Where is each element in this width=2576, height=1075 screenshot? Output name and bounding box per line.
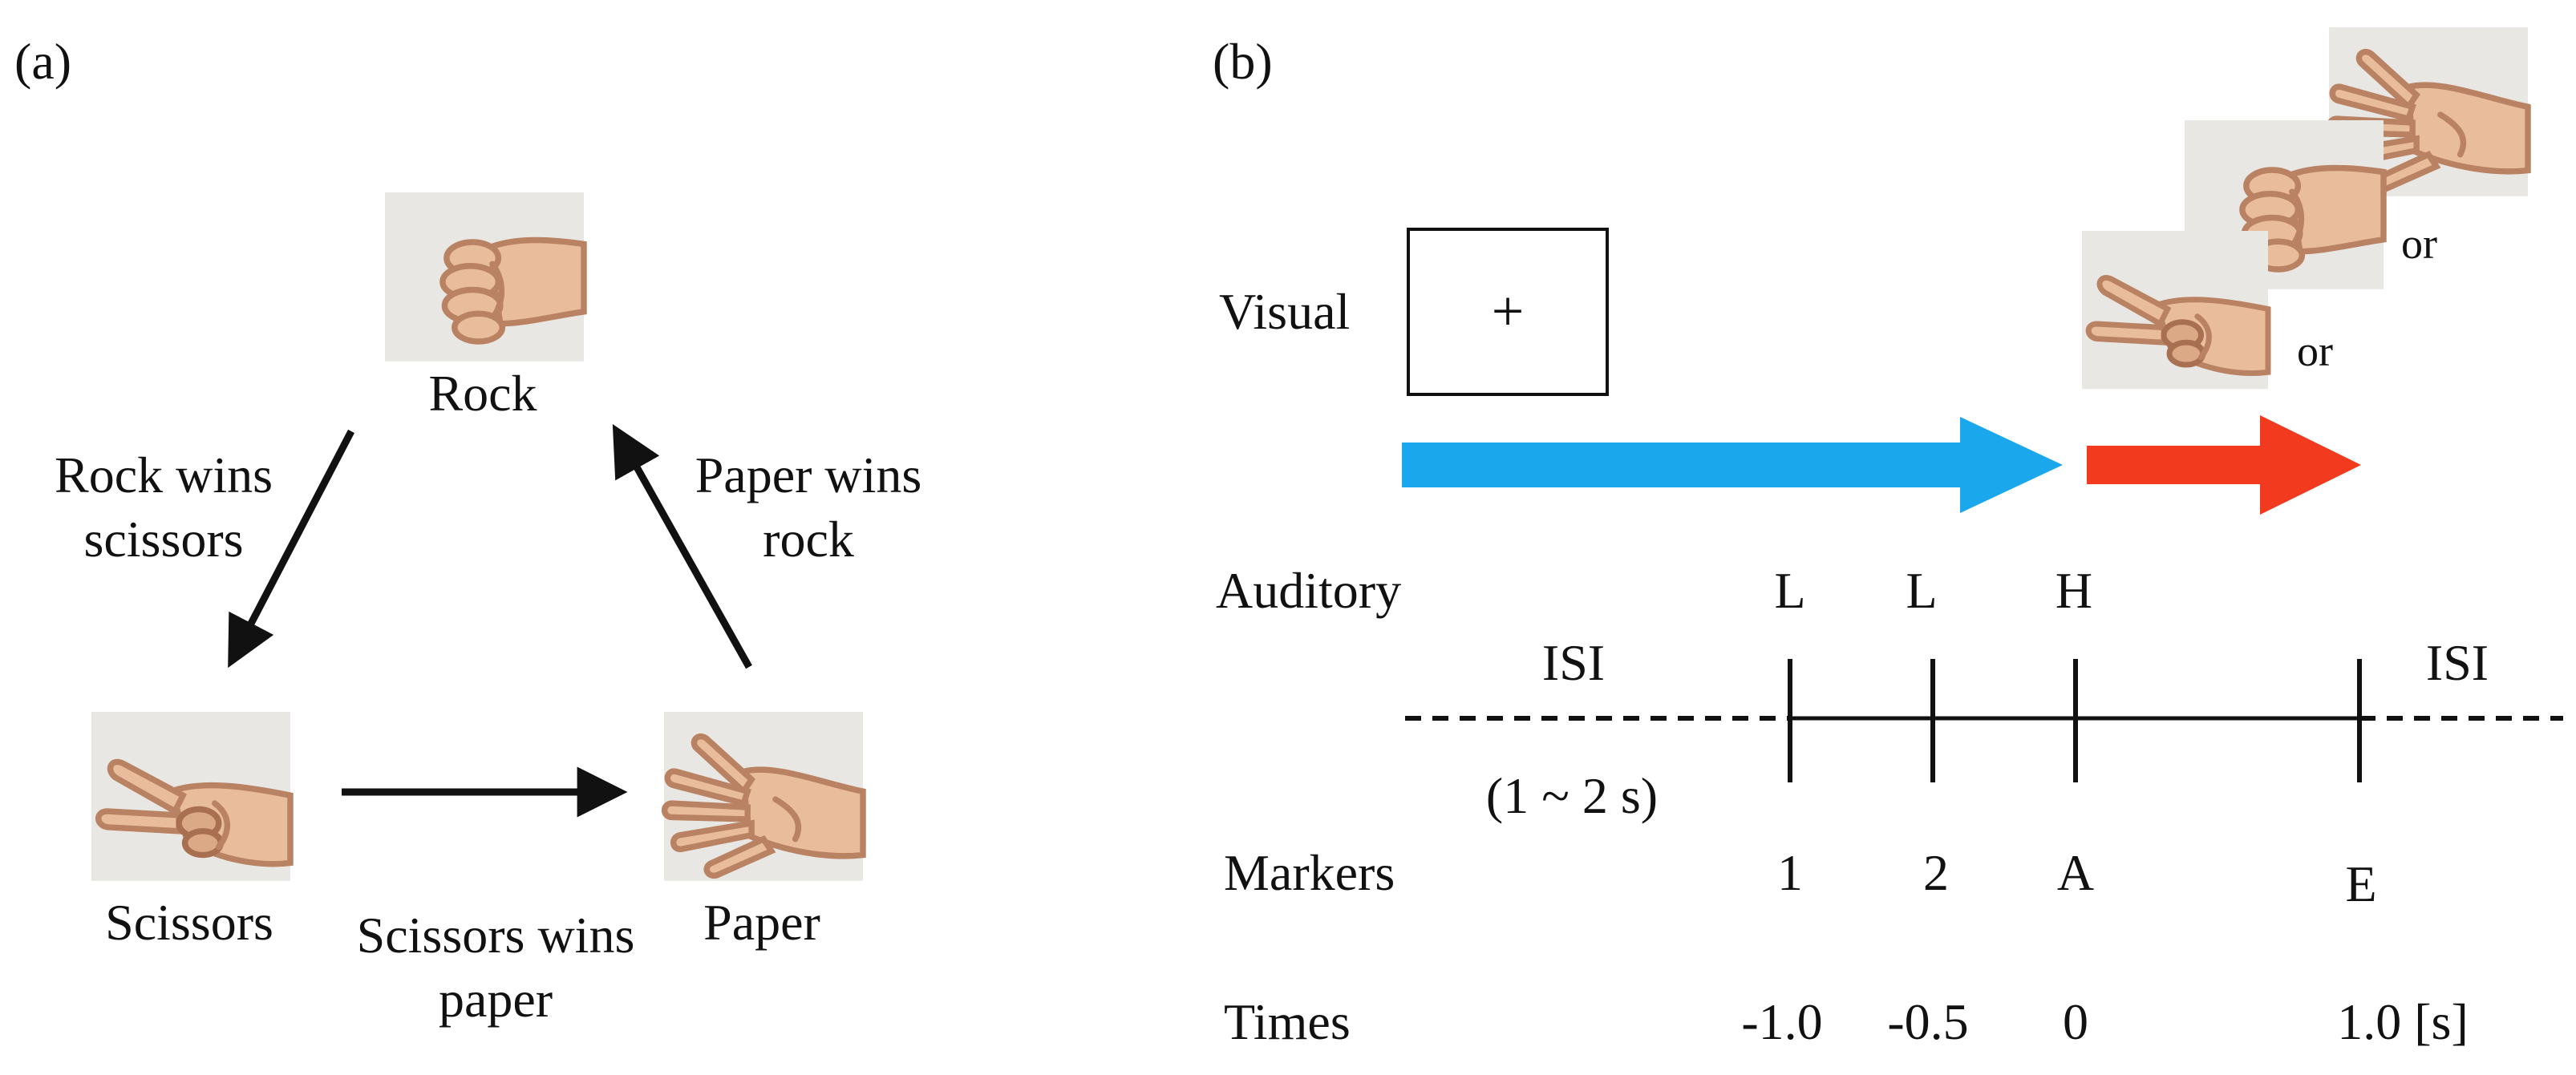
auditory-row-label: Auditory xyxy=(1216,562,1401,619)
paper-photo xyxy=(664,712,863,881)
panel-a-label: (a) xyxy=(14,33,71,90)
visual-row-label: Visual xyxy=(1219,283,1350,340)
rock-label: Rock xyxy=(428,365,537,422)
or-label-upper: or xyxy=(2401,220,2437,268)
marker-label-1: 1 xyxy=(1777,844,1803,901)
rock-photo xyxy=(385,192,584,362)
scissors-wins-paper-line1: Scissors wins xyxy=(357,907,635,964)
isi-right-label: ISI xyxy=(2426,634,2489,691)
tone-label-3: H xyxy=(2056,562,2092,619)
stimulus-scissors-photo xyxy=(2082,231,2268,389)
panel-a: (a) Rock Scissors Paper Rock wins scisso… xyxy=(14,33,921,1028)
red-arrow xyxy=(2087,415,2361,515)
rock-wins-scissors-line2: scissors xyxy=(83,511,243,568)
paper-wins-rock-line1: Paper wins xyxy=(695,447,922,503)
panel-b-label: (b) xyxy=(1213,33,1273,90)
time-label-2: -0.5 xyxy=(1887,993,1968,1050)
time-label-1: -1.0 xyxy=(1741,993,1822,1050)
tone-label-2: L xyxy=(1906,562,1937,619)
scissors-photo xyxy=(91,712,290,881)
scissors-label: Scissors xyxy=(105,894,273,951)
paper-wins-rock-line2: rock xyxy=(763,511,854,568)
time-label-3: 0 xyxy=(2063,993,2088,1050)
paper-label: Paper xyxy=(703,894,820,951)
or-label-lower: or xyxy=(2297,327,2333,375)
time-label-4: 1.0 [s] xyxy=(2337,993,2469,1050)
fixation-box xyxy=(1407,228,1609,396)
arrow-paper-to-rock xyxy=(612,424,752,669)
panel-b: (b) Visual Auditory Markers Times + or o… xyxy=(1213,27,2563,1050)
scissors-wins-paper-line2: paper xyxy=(439,971,553,1028)
markers-row-label: Markers xyxy=(1224,844,1395,901)
isi-range-label: (1 ~ 2 s) xyxy=(1486,767,1658,824)
blue-arrow xyxy=(1402,417,2063,513)
rock-wins-scissors-line1: Rock wins xyxy=(55,447,273,503)
isi-left-label: ISI xyxy=(1542,634,1605,691)
marker-label-e: E xyxy=(2345,855,2376,912)
times-row-label: Times xyxy=(1224,993,1351,1050)
marker-label-2: 2 xyxy=(1923,844,1949,901)
tone-label-1: L xyxy=(1774,562,1805,619)
arrow-rock-to-scissors xyxy=(228,429,354,669)
marker-label-a: A xyxy=(2057,844,2094,901)
fixation-cross: + xyxy=(1492,279,1525,343)
